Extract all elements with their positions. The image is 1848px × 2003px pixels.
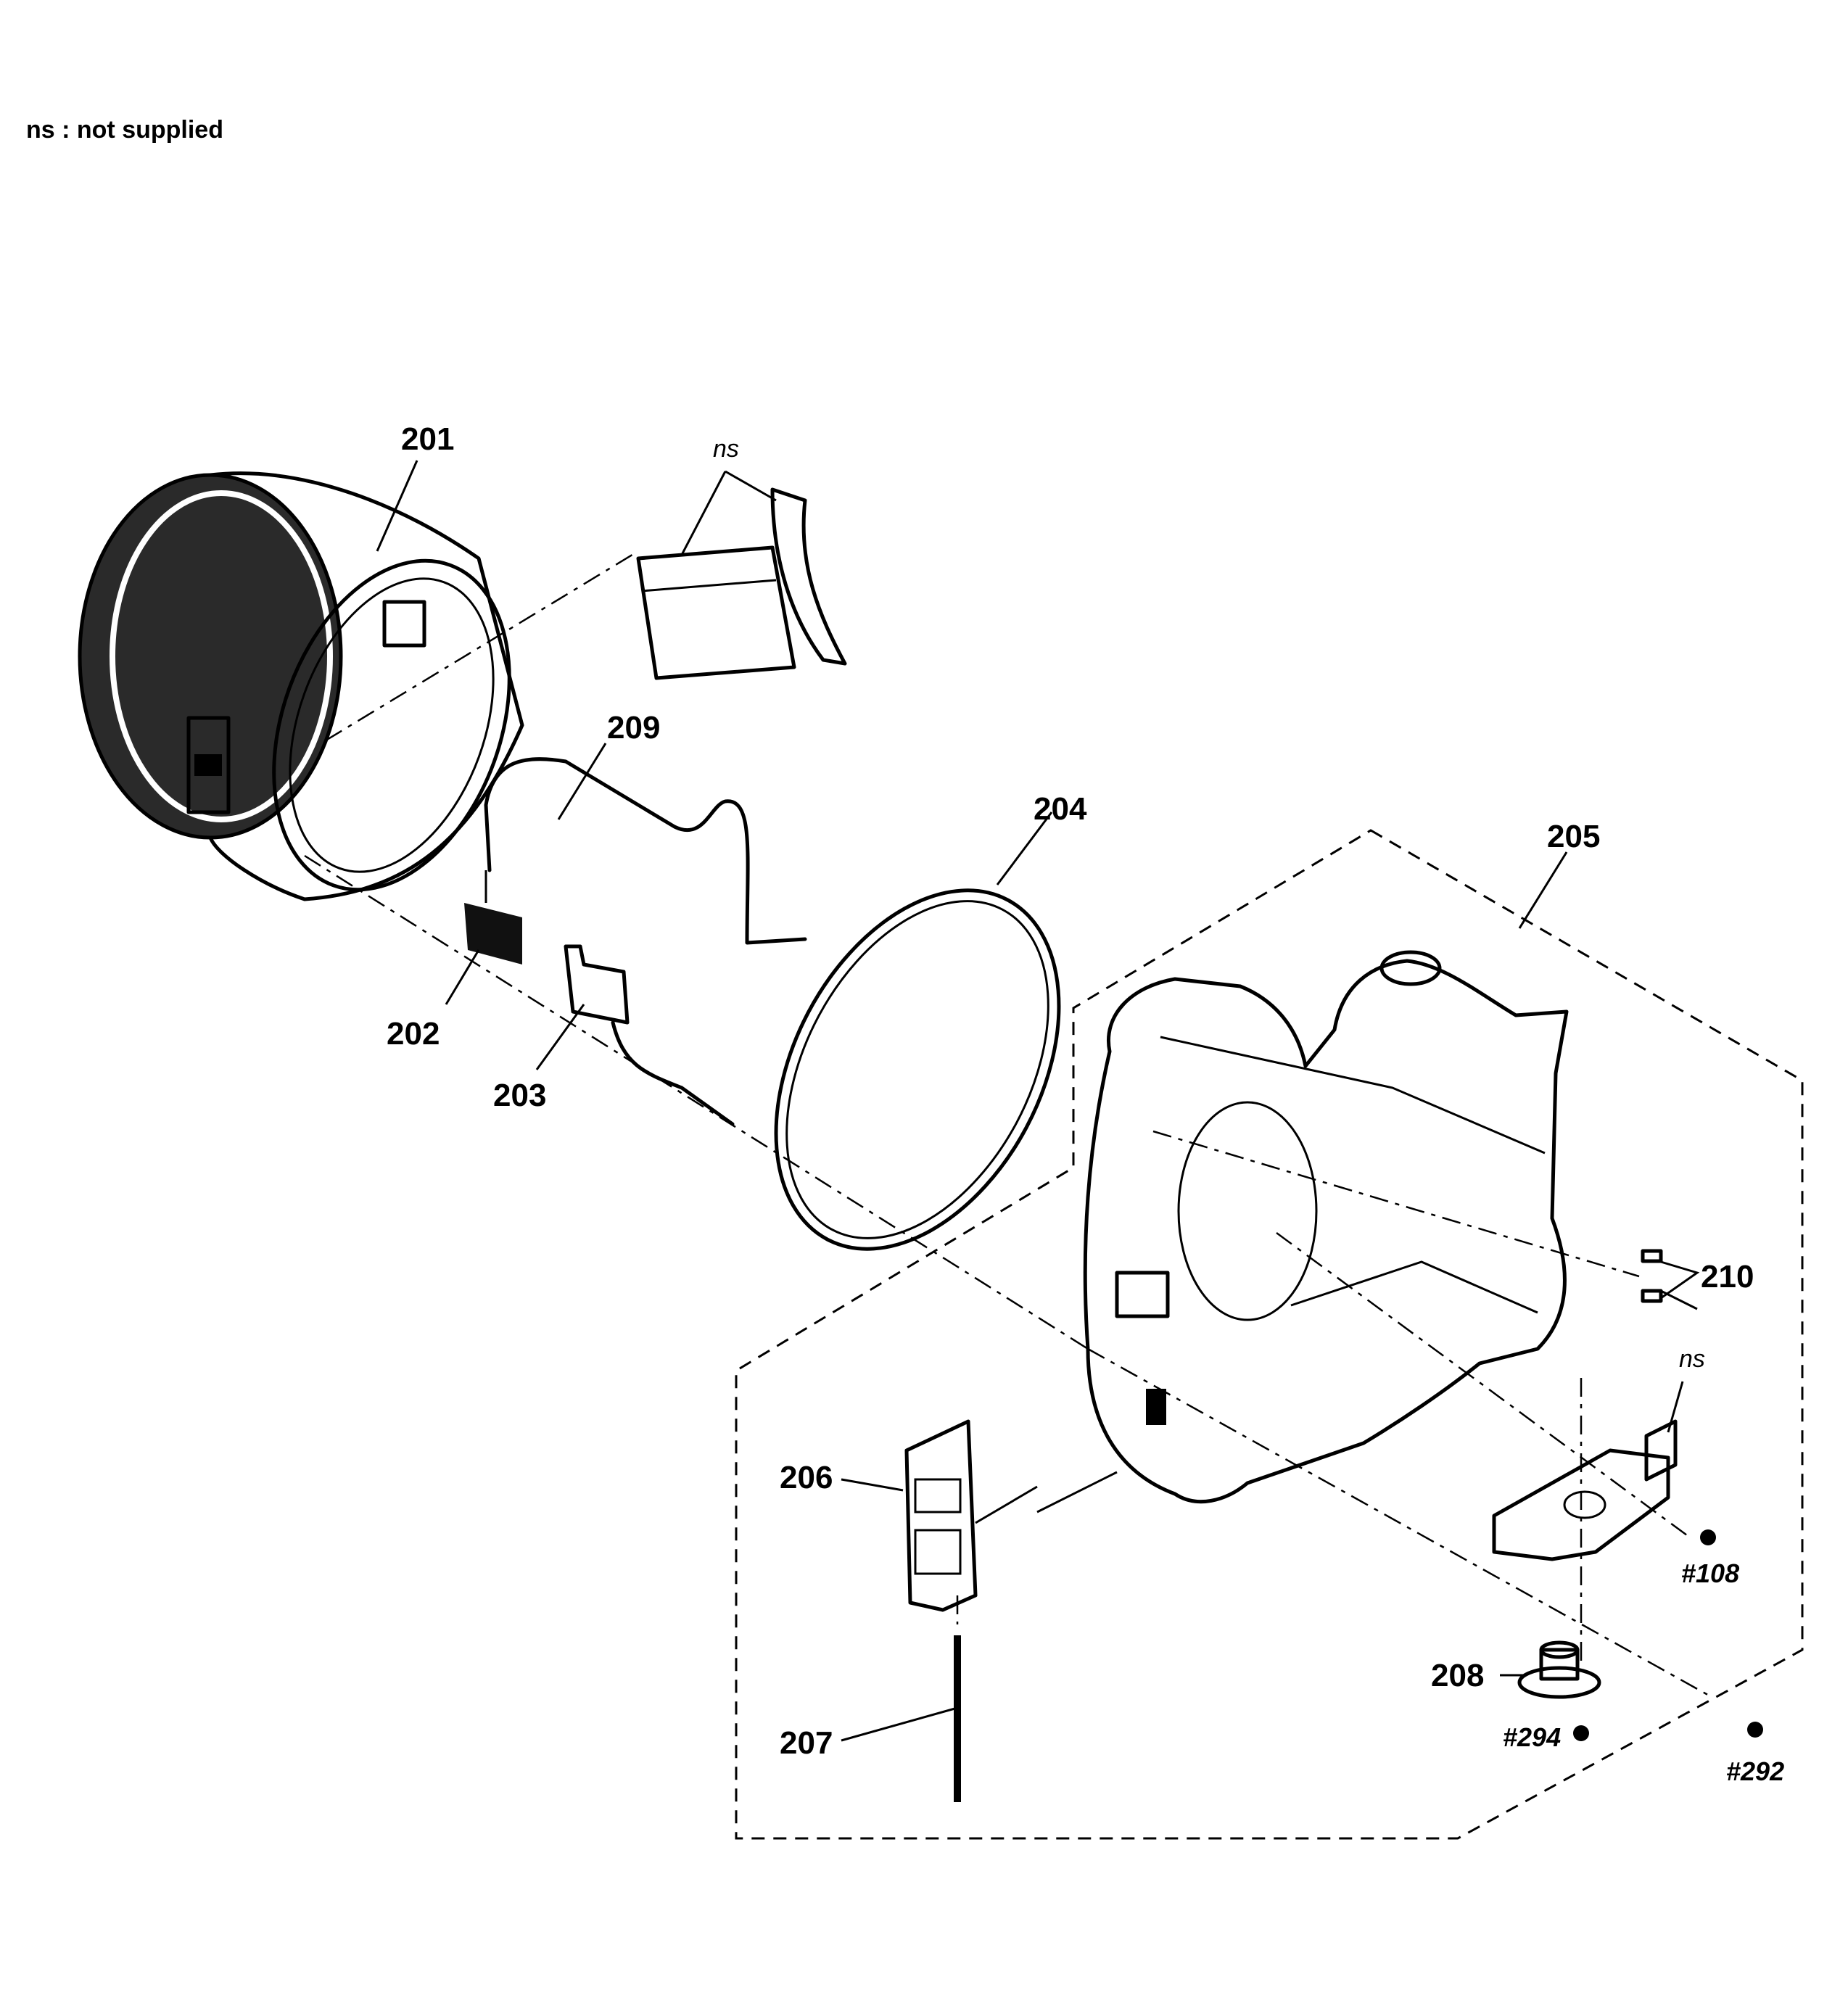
label-205: 205 bbox=[1547, 819, 1600, 854]
alignment-lines bbox=[260, 550, 1712, 1698]
label-201: 201 bbox=[401, 421, 454, 457]
label-202: 202 bbox=[387, 1016, 440, 1052]
ns-label-plates bbox=[636, 470, 847, 680]
part-206-battery-door bbox=[904, 1419, 1118, 1612]
part-202-connector bbox=[464, 870, 522, 965]
part-203-sensor-flex bbox=[564, 944, 735, 1126]
label-screw-292: #292 bbox=[1726, 1756, 1784, 1786]
label-206: 206 bbox=[780, 1460, 833, 1495]
part-201-lens-barrel bbox=[78, 471, 524, 901]
label-207: 207 bbox=[780, 1725, 833, 1761]
legend-note: ns : not supplied bbox=[26, 116, 223, 144]
label-screw-108: #108 bbox=[1681, 1558, 1739, 1588]
screw-294 bbox=[1573, 1725, 1589, 1741]
label-ns-bracket: ns bbox=[1679, 1345, 1705, 1373]
label-204: 204 bbox=[1034, 791, 1087, 827]
label-203: 203 bbox=[493, 1078, 546, 1113]
screw-292 bbox=[1747, 1722, 1763, 1738]
screw-108 bbox=[1700, 1529, 1716, 1545]
part-208-speaker bbox=[1517, 1640, 1601, 1699]
label-ns-top: ns bbox=[713, 435, 739, 463]
callout-leaders bbox=[376, 460, 1698, 1742]
part-204-ring bbox=[774, 888, 1061, 1251]
label-screw-294: #294 bbox=[1503, 1722, 1561, 1752]
part-209-flex-cable bbox=[484, 757, 807, 945]
part-210-clips bbox=[1641, 1249, 1700, 1303]
label-208: 208 bbox=[1431, 1658, 1484, 1693]
assembly-205-boundary bbox=[735, 829, 1804, 1840]
part-ns-bracket bbox=[1492, 1419, 1678, 1561]
label-210: 210 bbox=[1701, 1259, 1754, 1294]
label-209: 209 bbox=[607, 710, 660, 746]
part-205-main-body bbox=[1083, 950, 1569, 1504]
